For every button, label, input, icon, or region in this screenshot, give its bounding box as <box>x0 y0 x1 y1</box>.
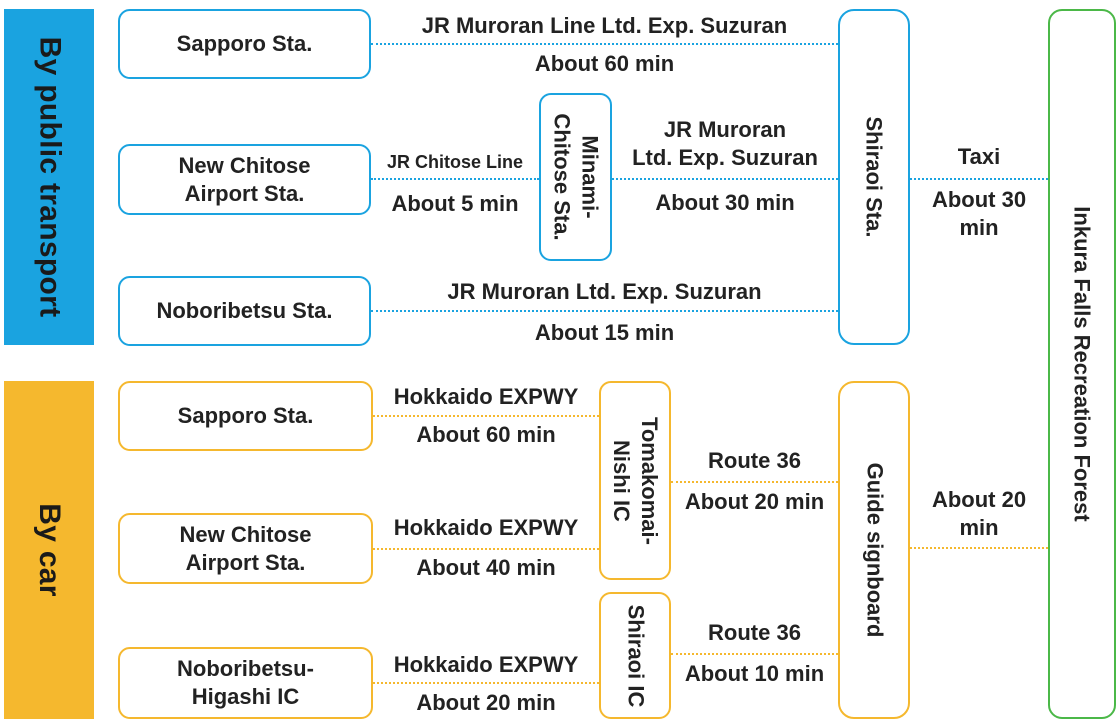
interchange-tomakomai-nishi-ic: Tomakomai- Nishi IC <box>599 381 671 580</box>
route-time-expwy-new-chitose: About 40 min <box>416 555 556 580</box>
origin-new-chitose-airport-station-car: New Chitose Airport Sta. <box>118 513 373 584</box>
connector-line <box>373 415 599 417</box>
origin-sapporo-station-car: Sapporo Sta. <box>118 381 373 451</box>
route-time-noboribetsu: About 15 min <box>534 320 675 345</box>
route-label-expwy-new-chitose: Hokkaido EXPWY <box>393 515 579 540</box>
final-time-car: About 20 min <box>931 487 1027 540</box>
connector-line <box>671 653 838 655</box>
route-label-jr-muroran-sapporo: JR Muroran Line Ltd. Exp. Suzuran <box>421 13 788 38</box>
origin-new-chitose-airport-station: New Chitose Airport Sta. <box>118 144 371 215</box>
route-time-jr-chitose: About 5 min <box>391 191 519 216</box>
transfer-minami-chitose-station: Minami- Chitose Sta. <box>539 93 612 261</box>
route-label-expwy-sapporo: Hokkaido EXPWY <box>393 384 579 409</box>
connector-line <box>910 178 1048 180</box>
origin-noboribetsu-station: Noboribetsu Sta. <box>118 276 371 346</box>
connector-line <box>371 43 838 45</box>
final-time-taxi: About 30 min <box>931 187 1027 240</box>
section-banner-car: By car <box>4 381 94 719</box>
connector-line <box>371 310 838 312</box>
route-time-expwy-noboribetsu: About 20 min <box>416 690 556 715</box>
section-title-public-transport: By public transport <box>33 36 67 318</box>
route-time-route-36-tomakomai: About 20 min <box>684 489 825 514</box>
section-banner-public-transport: By public transport <box>4 9 94 345</box>
route-label-expwy-noboribetsu: Hokkaido EXPWY <box>393 652 579 677</box>
route-time-expwy-sapporo: About 60 min <box>416 422 556 447</box>
connector-line <box>371 178 539 180</box>
hub-shiraoi-station: Shiraoi Sta. <box>838 9 910 345</box>
route-time-sapporo: About 60 min <box>534 51 675 76</box>
interchange-shiraoi-ic: Shiraoi IC <box>599 592 671 719</box>
route-time-minami-chitose: About 30 min <box>655 190 795 215</box>
route-time-route-36-shiraoi: About 10 min <box>684 661 825 686</box>
route-label-jr-chitose: JR Chitose Line <box>386 152 524 172</box>
hub-guide-signboard: Guide signboard <box>838 381 910 719</box>
section-title-car: By car <box>33 503 66 597</box>
connector-line <box>671 481 838 483</box>
connector-line <box>910 547 1048 549</box>
origin-sapporo-station: Sapporo Sta. <box>118 9 371 79</box>
route-label-route-36-tomakomai: Route 36 <box>708 448 801 473</box>
final-mode-taxi: Taxi <box>957 144 1001 169</box>
route-label-jr-muroran-noboribetsu: JR Muroran Ltd. Exp. Suzuran <box>447 279 762 304</box>
destination-inkura-falls: Inkura Falls Recreation Forest <box>1048 9 1116 719</box>
origin-noboribetsu-higashi-ic: Noboribetsu- Higashi IC <box>118 647 373 719</box>
route-label-route-36-shiraoi: Route 36 <box>708 620 801 645</box>
connector-line <box>612 178 838 180</box>
connector-line <box>373 548 599 550</box>
route-label-jr-muroran-minami-chitose: JR Muroran Ltd. Exp. Suzuran <box>632 117 818 170</box>
connector-line <box>373 682 599 684</box>
